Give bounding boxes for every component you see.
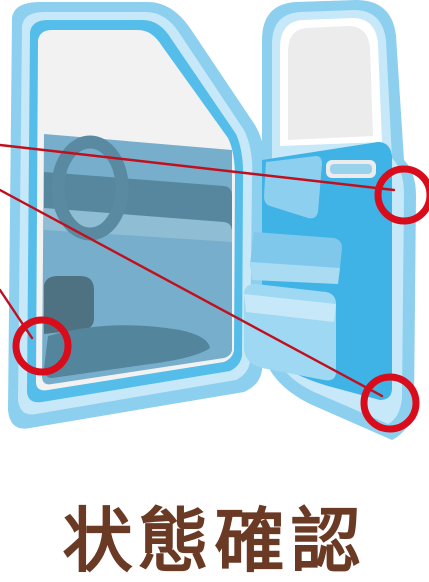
- open-car-door-illustration: [0, 0, 429, 546]
- page-caption: 状態確認: [0, 506, 429, 566]
